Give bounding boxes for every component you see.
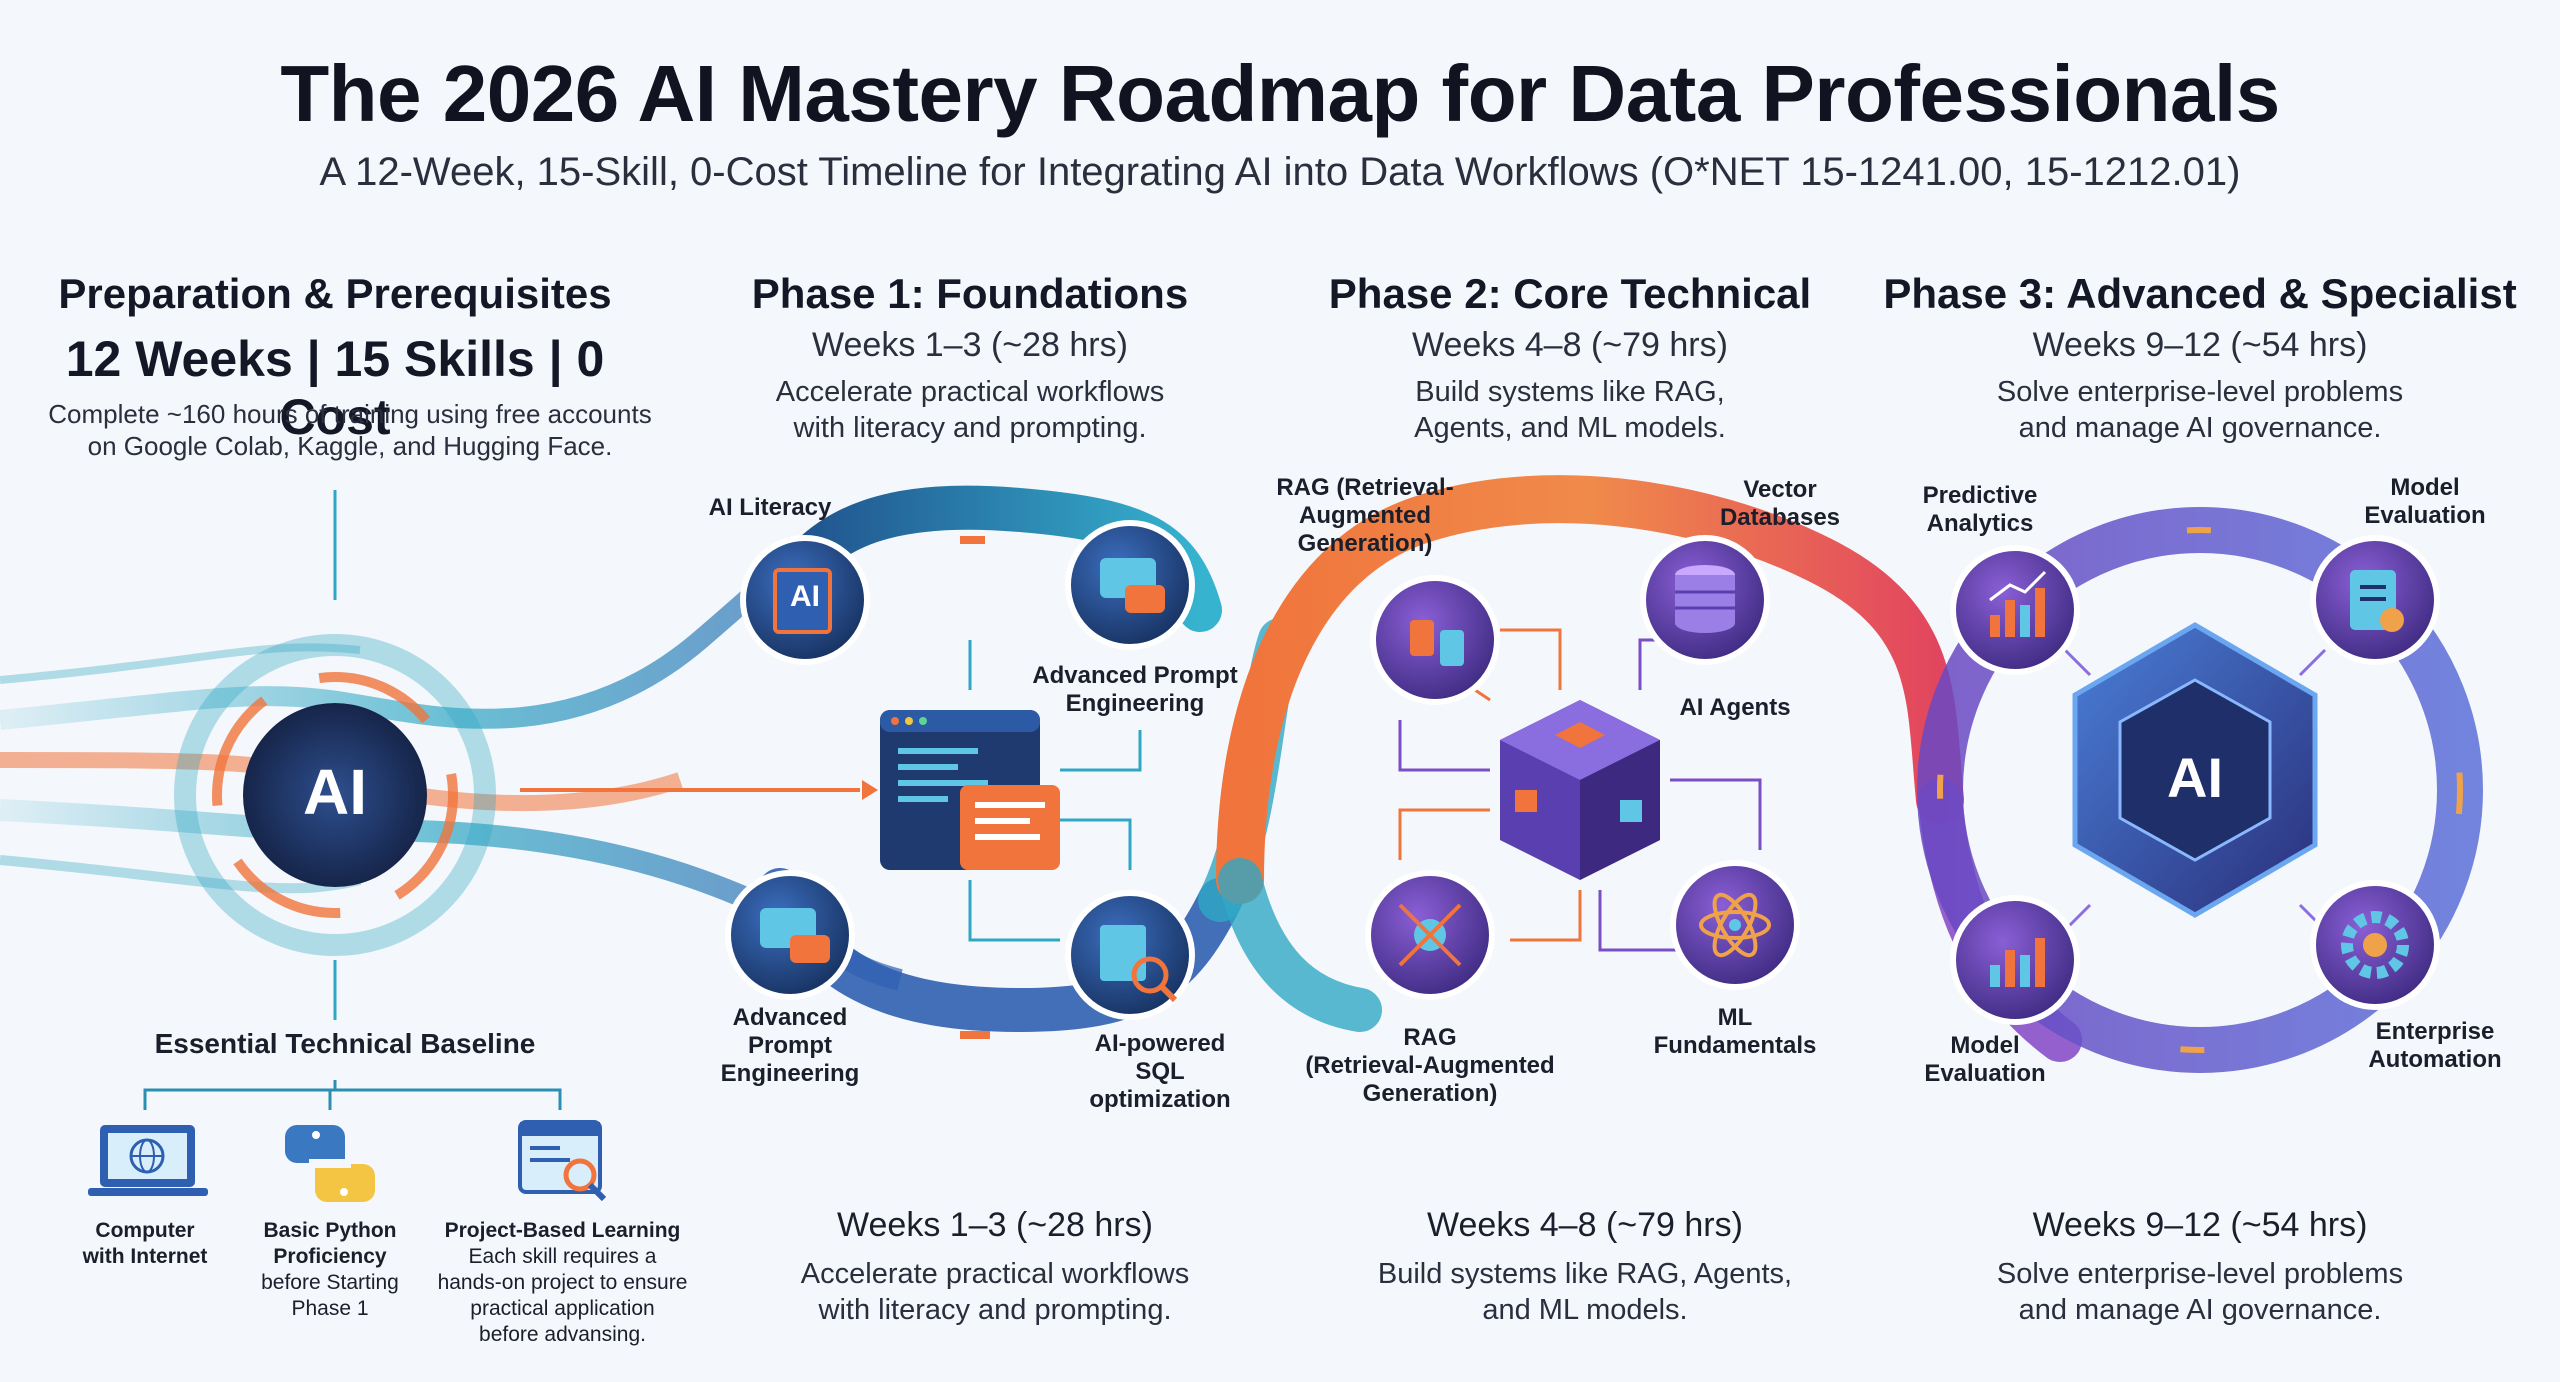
- sql-search-icon: [1100, 925, 1178, 1003]
- baseline-item-2-label-2: Proficiency: [273, 1245, 387, 1268]
- phase2-bottom-desc-line2: and ML models.: [1482, 1294, 1688, 1326]
- baseline-item-3-sub-3: practical application: [470, 1297, 655, 1320]
- node-rag-bottom-3: Generation): [1362, 1080, 1498, 1107]
- phase2-desc-line1: Build systems like RAG,: [1415, 376, 1725, 408]
- node-rag-bottom-1: RAG: [1403, 1024, 1457, 1051]
- node-ai-agents: AI Agents: [1679, 694, 1791, 721]
- node-adv-prompt-top-2: Engineering: [1065, 690, 1205, 717]
- chat-bubble-icon: [1100, 558, 1165, 613]
- code-window-icon: [880, 640, 1142, 942]
- phase3-bottom-desc-line2: and manage AI governance.: [2018, 1294, 2382, 1326]
- node-ai-literacy: AI Literacy: [708, 494, 832, 521]
- prep-desc-line1: Complete ~160 hours of training using fr…: [48, 399, 652, 429]
- node-adv-prompt-bottom-2: Prompt: [748, 1032, 832, 1059]
- node-model-eval-top-1: Model: [2390, 474, 2460, 501]
- phase3-desc-line2: and manage AI governance.: [2018, 412, 2382, 444]
- node-sql-1: AI-powered: [1094, 1030, 1226, 1057]
- python-icon: [285, 1125, 375, 1202]
- database-icon: [1410, 620, 1464, 666]
- chat-bubble-icon-2: [760, 908, 830, 963]
- prep-desc-line2: on Google Colab, Kaggle, and Hugging Fac…: [87, 431, 613, 461]
- baseline-heading: Essential Technical Baseline: [154, 1028, 536, 1059]
- node-ml-2: Fundamentals: [1653, 1032, 1817, 1059]
- phase1-bottom-desc-line1: Accelerate practical workflows: [800, 1258, 1190, 1290]
- node-rag-top-1: RAG (Retrieval-: [1276, 474, 1454, 501]
- bar-chart-icon: [1989, 570, 2047, 637]
- phase1-heading: Phase 1: Foundations: [751, 270, 1189, 317]
- node-rag-top-2: Augmented: [1299, 502, 1431, 529]
- phase2-desc-line2: Agents, and ML models.: [1414, 412, 1726, 444]
- prep-heading: Preparation & Prerequisites: [58, 270, 612, 317]
- prep-hub-label: AI: [303, 756, 367, 828]
- phase3-desc-line1: Solve enterprise-level problems: [1996, 376, 2404, 408]
- baseline-item-3-sub-1: Each skill requires a: [468, 1245, 657, 1268]
- baseline-item-3-sub-4: before advansing.: [479, 1323, 646, 1346]
- atom-icon: [1699, 892, 1771, 958]
- gear-automation-icon: [2341, 911, 2409, 979]
- node-adv-prompt-bottom-3: Engineering: [720, 1060, 860, 1087]
- baseline-item-2-sub-2: Phase 1: [291, 1297, 369, 1320]
- node-model-eval-bottom-2: Evaluation: [1924, 1060, 2046, 1087]
- vector-db-icon: [1675, 565, 1735, 633]
- ai-literacy-badge: AI: [790, 580, 820, 613]
- phase2-heading: Phase 2: Core Technical: [1328, 270, 1812, 317]
- phase1-bottom-weeks: Weeks 1–3 (~28 hrs): [837, 1206, 1153, 1244]
- prep-hub: [174, 490, 496, 1020]
- baseline-item-1-label-2: with Internet: [82, 1245, 208, 1268]
- phase3-bottom-desc-line1: Solve enterprise-level problems: [1996, 1258, 2404, 1290]
- phase1-desc-line1: Accelerate practical workflows: [775, 376, 1165, 408]
- phase1-desc-line2: with literacy and prompting.: [793, 412, 1147, 444]
- laptop-globe-icon: [88, 1125, 208, 1196]
- node-ml-1: ML: [1717, 1004, 1753, 1031]
- node-enterprise-2: Automation: [2368, 1046, 2502, 1073]
- page-title: The 2026 AI Mastery Roadmap for Data Pro…: [280, 49, 2280, 138]
- node-rag-bottom-2: (Retrieval-Augmented: [1305, 1052, 1555, 1079]
- phase3-heading: Phase 3: Advanced & Specialist: [1883, 270, 2517, 317]
- network-hub-icon: [1398, 903, 1462, 967]
- page-subtitle: A 12-Week, 15-Skill, 0-Cost Timeline for…: [319, 150, 2241, 194]
- baseline-item-2-sub-1: before Starting: [261, 1271, 399, 1294]
- node-circles: [725, 520, 2440, 1025]
- node-sql-2: SQL: [1135, 1058, 1185, 1085]
- phase2-arrows: [1398, 628, 1762, 952]
- prep-stats: 12 Weeks | 15 Skills | 0 Cost: [65, 331, 605, 445]
- node-model-eval-bottom-1: Model: [1950, 1032, 2020, 1059]
- literacy-book-icon: [773, 568, 832, 634]
- baseline-item-1-label-1: Computer: [95, 1219, 195, 1242]
- node-sql-3: optimization: [1089, 1086, 1231, 1113]
- phase2-bottom-weeks: Weeks 4–8 (~79 hrs): [1427, 1206, 1743, 1244]
- node-adv-prompt-bottom-1: Advanced: [732, 1004, 848, 1031]
- node-adv-prompt-top-1: Advanced Prompt: [1032, 662, 1238, 689]
- node-predictive-1: Predictive: [1922, 482, 2038, 509]
- baseline-tree: [143, 1080, 562, 1110]
- baseline-item-2-label-1: Basic Python: [263, 1219, 397, 1242]
- node-vector-2: Databases: [1719, 504, 1841, 531]
- agent-cube-icon: [1500, 700, 1660, 880]
- node-model-eval-top-2: Evaluation: [2364, 502, 2486, 529]
- phase2-weeks: Weeks 4–8 (~79 hrs): [1412, 326, 1728, 364]
- baseline-item-3-label-1: Project-Based Learning: [444, 1219, 681, 1242]
- phase3-bottom-weeks: Weeks 9–12 (~54 hrs): [2032, 1206, 2368, 1244]
- clipboard-check-icon: [2350, 570, 2404, 632]
- phase1-bottom-desc-line2: with literacy and prompting.: [818, 1294, 1172, 1326]
- phase3-loop: [1917, 507, 2483, 1073]
- node-vector-1: Vector: [1743, 476, 1817, 503]
- node-predictive-2: Analytics: [1926, 510, 2034, 537]
- search-document-icon: [518, 1120, 607, 1202]
- baseline-item-3-sub-2: hands-on project to ensure: [437, 1271, 688, 1294]
- bar-chart-icon-2: [1990, 938, 2045, 987]
- node-rag-top-3: Generation): [1297, 530, 1433, 557]
- phase1-weeks: Weeks 1–3 (~28 hrs): [812, 326, 1128, 364]
- phase2-bottom-desc-line1: Build systems like RAG, Agents,: [1377, 1258, 1793, 1290]
- phase3-hub-label: AI: [2167, 746, 2223, 809]
- phase3-hub: [2072, 622, 2318, 918]
- phase3-weeks: Weeks 9–12 (~54 hrs): [2032, 326, 2368, 364]
- node-enterprise-1: Enterprise: [2375, 1018, 2495, 1045]
